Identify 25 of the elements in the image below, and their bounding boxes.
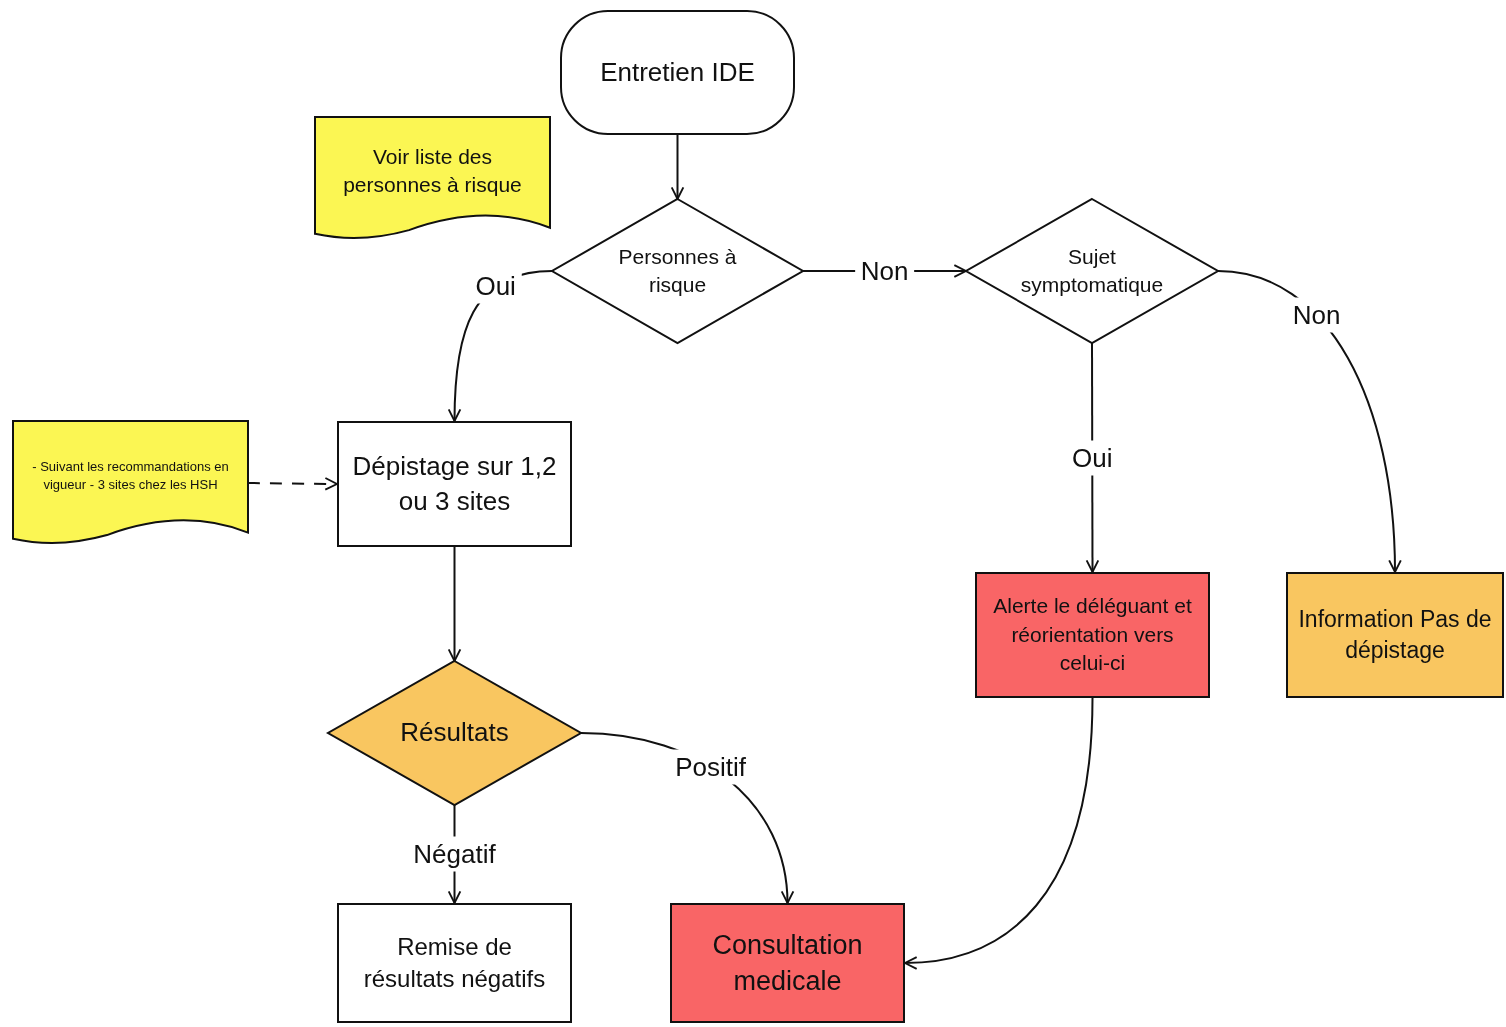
process-box bbox=[337, 421, 572, 547]
process-box bbox=[975, 572, 1210, 698]
process-box bbox=[670, 903, 905, 1023]
process-box bbox=[1286, 572, 1504, 698]
node-text: Personnes à risque bbox=[617, 243, 738, 298]
arrow bbox=[670, 134, 685, 200]
process-box bbox=[337, 903, 572, 1023]
node-text: Résultats bbox=[399, 716, 510, 750]
note-document bbox=[13, 421, 248, 545]
arrow bbox=[447, 546, 462, 662]
node-text: Sujet symptomatique bbox=[1019, 243, 1165, 298]
node-text: Information Pas de dépistage bbox=[1297, 604, 1493, 665]
decision-diamond bbox=[552, 199, 803, 343]
node-text: Remise de résultats négatifs bbox=[362, 931, 547, 994]
note-document bbox=[315, 117, 550, 240]
decision-diamond bbox=[966, 199, 1218, 343]
node-text: Entretien IDE bbox=[599, 55, 756, 89]
node-text: Dépistage sur 1,2 ou 3 sites bbox=[351, 449, 558, 518]
start-box bbox=[560, 10, 795, 135]
node-text: Voir liste des personnes à risque bbox=[342, 143, 523, 198]
decision-diamond bbox=[328, 661, 581, 805]
node-text: Alerte le déléguant et réorientation vers celui-ci bbox=[992, 593, 1193, 677]
arrow bbox=[904, 697, 1094, 970]
node-text: Consultation medicale bbox=[711, 928, 864, 998]
node-text: - Suivant les recommandations en vigueur - 3 sites chez les HSH bbox=[31, 457, 230, 494]
